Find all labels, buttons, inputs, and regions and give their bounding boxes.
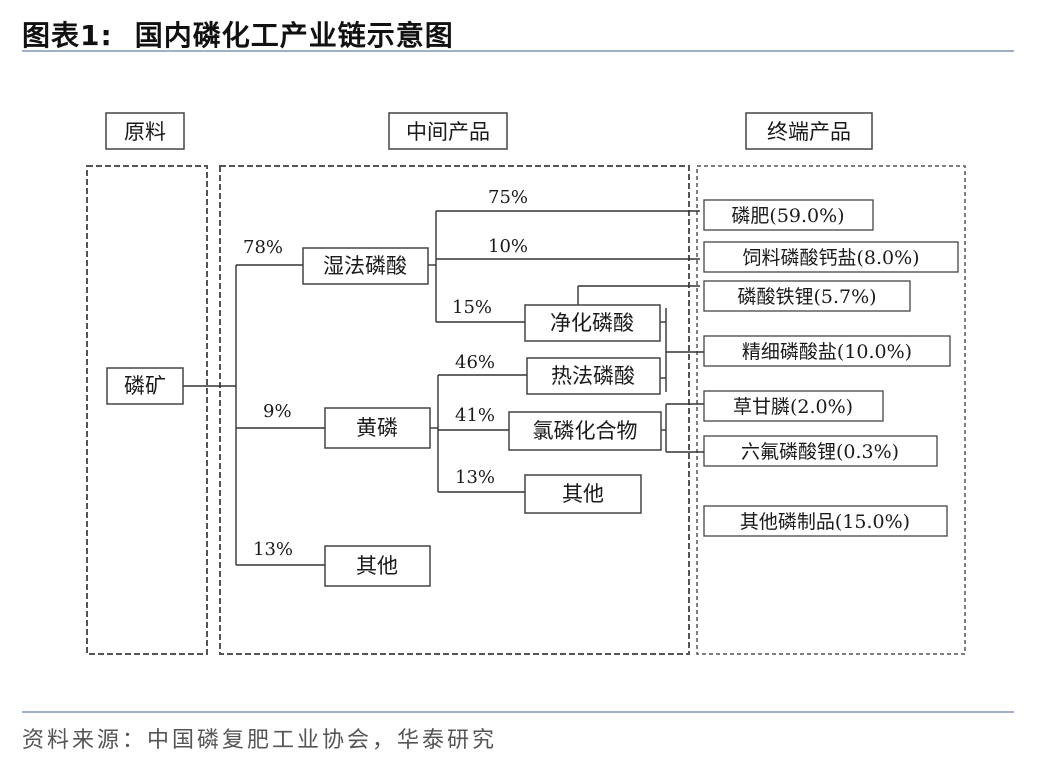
title-rule <box>22 50 1014 52</box>
terminal-product-5: 六氟磷酸锂(0.3%) <box>703 435 938 467</box>
thermal-acid-node: 热法磷酸 <box>526 357 661 395</box>
industry-chain-diagram: 原料 中间产品 终端产品 <box>86 112 966 655</box>
wet-acid-label: 湿法磷酸 <box>323 254 407 278</box>
terminal-product-6: 其他磷制品(15.0%) <box>703 505 948 537</box>
header-raw: 原料 <box>105 112 185 150</box>
header-raw-label: 原料 <box>124 120 166 144</box>
yellow-p-pct: 9% <box>263 401 292 422</box>
figure-label: 图表1: <box>22 19 113 52</box>
connector-lines <box>183 210 704 566</box>
terminal-product-1-label: 饲料磷酸钙盐(8.0%) <box>742 247 919 269</box>
chloride-node: 氯磷化合物 <box>508 411 662 451</box>
terminal-product-5-label: 六氟磷酸锂(0.3%) <box>741 441 899 463</box>
header-intermediate: 中间产品 <box>388 112 508 150</box>
purified-acid-label: 净化磷酸 <box>550 311 634 335</box>
raw-column-frame <box>86 165 208 655</box>
yellow-p-label: 黄磷 <box>356 416 398 440</box>
wet-acid-node: 湿法磷酸 <box>302 247 429 285</box>
yellow-other-label: 其他 <box>562 482 604 506</box>
terminal-product-0-label: 磷肥(59.0%) <box>731 205 844 227</box>
terminal-product-1: 饲料磷酸钙盐(8.0%) <box>703 241 959 273</box>
terminal-product-3-label: 精细磷酸盐(10.0%) <box>742 341 912 363</box>
figure-title: 图表1: 国内磷化工产业链示意图 <box>22 14 454 54</box>
terminal-product-4: 草甘膦(2.0%) <box>703 390 884 422</box>
thermal-acid-label: 热法磷酸 <box>551 364 635 388</box>
chloride-pct: 41% <box>455 405 495 426</box>
header-terminal: 终端产品 <box>745 112 873 150</box>
raw-material-node: 磷矿 <box>106 367 184 405</box>
wet-acid-split-c: 15% <box>452 297 492 318</box>
wet-acid-split-b: 10% <box>488 236 528 257</box>
terminal-product-4-label: 草甘膦(2.0%) <box>733 396 853 418</box>
yellow-other-pct: 13% <box>455 467 495 488</box>
header-intermediate-label: 中间产品 <box>406 120 490 144</box>
terminal-product-2: 磷酸铁锂(5.7%) <box>703 280 911 312</box>
figure-title-text: 国内磷化工产业链示意图 <box>134 19 454 52</box>
yellow-other-node: 其他 <box>524 474 642 514</box>
raw-material-label: 磷矿 <box>124 374 166 398</box>
chloride-label: 氯磷化合物 <box>533 419 638 443</box>
intermediate-column-frame <box>219 165 690 655</box>
yellow-p-node: 黄磷 <box>324 407 431 449</box>
purified-acid-node: 净化磷酸 <box>524 304 661 342</box>
wet-acid-pct: 78% <box>243 237 283 258</box>
source-note: 资料来源：中国磷复肥工业协会，华泰研究 <box>22 728 498 753</box>
other-pct: 13% <box>253 539 293 560</box>
terminal-product-0: 磷肥(59.0%) <box>703 199 874 231</box>
wet-acid-split-a: 75% <box>488 187 528 208</box>
thermal-pct: 46% <box>455 352 495 373</box>
header-terminal-label: 终端产品 <box>767 120 851 144</box>
other-label: 其他 <box>356 554 398 578</box>
terminal-product-6-label: 其他磷制品(15.0%) <box>740 511 910 533</box>
terminal-column-frame <box>696 165 966 655</box>
terminal-product-3: 精细磷酸盐(10.0%) <box>703 335 951 367</box>
terminal-product-2-label: 磷酸铁锂(5.7%) <box>737 286 876 308</box>
source-rule <box>22 711 1014 713</box>
other-node: 其他 <box>324 545 431 587</box>
